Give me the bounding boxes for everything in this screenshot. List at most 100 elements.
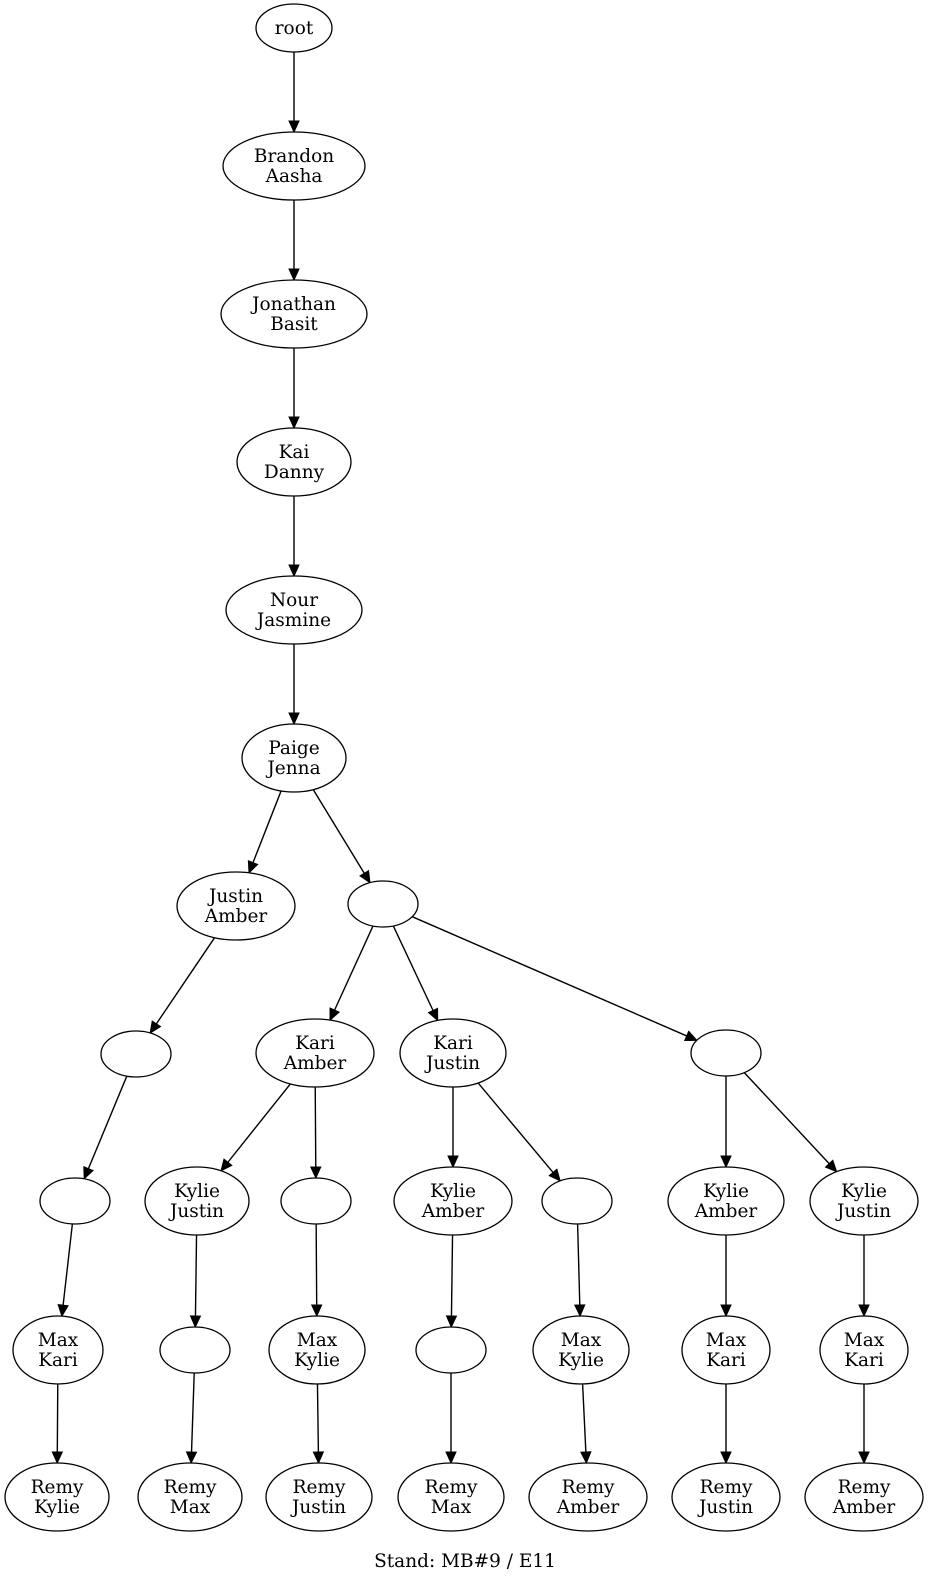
arrowhead: [288, 416, 300, 430]
node-ellipse: [144, 1166, 250, 1236]
node-ellipse: [671, 1462, 781, 1532]
edge-n5-n7: [312, 789, 371, 884]
arrowhead: [312, 1451, 325, 1465]
node-layer: rootBrandonAashaJonathanBasitKaiDannyNou…: [4, 3, 924, 1532]
node-ellipse: [137, 1462, 243, 1532]
node-ellipse: [39, 1177, 111, 1225]
node-ellipse: [4, 1462, 110, 1532]
node-label-line: Jenna: [265, 758, 320, 779]
node-ellipse: [220, 279, 368, 349]
edge-line: [252, 790, 282, 863]
edge-n18-n19: [310, 1223, 323, 1318]
node-ellipse: [236, 427, 352, 497]
node-label-line: Kari: [38, 1350, 78, 1371]
arrowhead: [309, 1166, 322, 1180]
node-label-line: Justin: [290, 1497, 346, 1518]
edge-line: [392, 925, 434, 1011]
arrowhead: [720, 1155, 732, 1169]
node-label-line: Kari: [433, 1033, 473, 1054]
node-label-line: Kari: [844, 1350, 884, 1371]
node-ellipse: [393, 1166, 513, 1236]
edge-line: [316, 1383, 320, 1453]
node-label-line: Paige: [268, 738, 319, 759]
edge-n7-n12: [329, 925, 374, 1022]
node-label-line: Amber: [204, 906, 268, 927]
arrowhead: [51, 1451, 64, 1465]
arrowhead: [359, 869, 371, 884]
edge-line: [62, 1223, 74, 1306]
tree-node-n24: [541, 1177, 613, 1225]
node-ellipse: [12, 1315, 104, 1385]
node-ellipse: [225, 575, 363, 645]
edge-line: [87, 1075, 128, 1169]
edge-n27-n28: [720, 1235, 732, 1318]
node-label-line: Remy: [562, 1477, 615, 1498]
node-label-line: Justin: [697, 1497, 753, 1518]
arrowhead: [185, 1451, 198, 1465]
node-ellipse: [100, 1030, 172, 1078]
node-label-line: Max: [706, 1330, 747, 1351]
node-label-line: Brandon: [254, 146, 334, 167]
edge-n12-n18: [309, 1086, 322, 1180]
node-ellipse: [819, 1315, 909, 1385]
node-label-line: Max: [431, 1497, 472, 1518]
edge-n2-n3: [288, 348, 300, 430]
node-ellipse: [415, 1326, 487, 1374]
node-label-line: root: [275, 18, 314, 39]
node-label-line: Kylie: [558, 1350, 604, 1371]
arrowhead: [189, 1315, 202, 1329]
edge-n13-n24: [477, 1082, 561, 1182]
edge-line: [576, 1223, 581, 1306]
arrowhead: [858, 1451, 870, 1465]
edge-layer: [51, 52, 870, 1465]
arrowhead: [288, 712, 300, 726]
edge-n30-n31: [858, 1235, 870, 1318]
arrowhead: [247, 860, 259, 874]
node-ellipse: [804, 1462, 924, 1532]
node-label-line: Remy: [700, 1477, 753, 1498]
node-label-line: Remy: [293, 1477, 346, 1498]
edge-n8-n9: [83, 1075, 128, 1180]
arrowhead: [445, 1451, 457, 1465]
edge-n21-n22: [445, 1234, 458, 1329]
node-label-line: Danny: [264, 462, 325, 483]
edge-n15-n16: [189, 1234, 202, 1329]
edge-line: [743, 1072, 830, 1165]
node-label-line: Max: [170, 1497, 211, 1518]
edge-n12-n15: [220, 1083, 291, 1172]
edge-line: [450, 1234, 454, 1317]
node-ellipse: [255, 3, 333, 53]
edge-n5-n6: [247, 790, 282, 874]
edge-n10-n11: [51, 1383, 64, 1465]
node-label-line: Amber: [421, 1201, 485, 1222]
edge-line: [315, 1223, 318, 1306]
node-label-line: Amber: [283, 1053, 347, 1074]
arrowhead: [445, 1315, 458, 1329]
arrowhead: [720, 1451, 732, 1465]
edge-n3-n4: [288, 496, 300, 578]
arrowhead: [288, 120, 300, 134]
node-label-line: Nour: [270, 590, 318, 611]
tree-node-n16: [159, 1326, 231, 1374]
node-label-line: Remy: [164, 1477, 217, 1498]
arrowhead: [83, 1165, 94, 1180]
tree-node-n0: root: [255, 3, 333, 53]
node-label-line: Kari: [295, 1033, 335, 1054]
edge-n0-n1: [288, 52, 300, 134]
arrowhead: [574, 1304, 586, 1318]
edge-line: [477, 1082, 554, 1173]
edge-n14-n27: [720, 1076, 732, 1169]
edge-line: [190, 1372, 195, 1453]
node-label-line: Remy: [425, 1477, 478, 1498]
